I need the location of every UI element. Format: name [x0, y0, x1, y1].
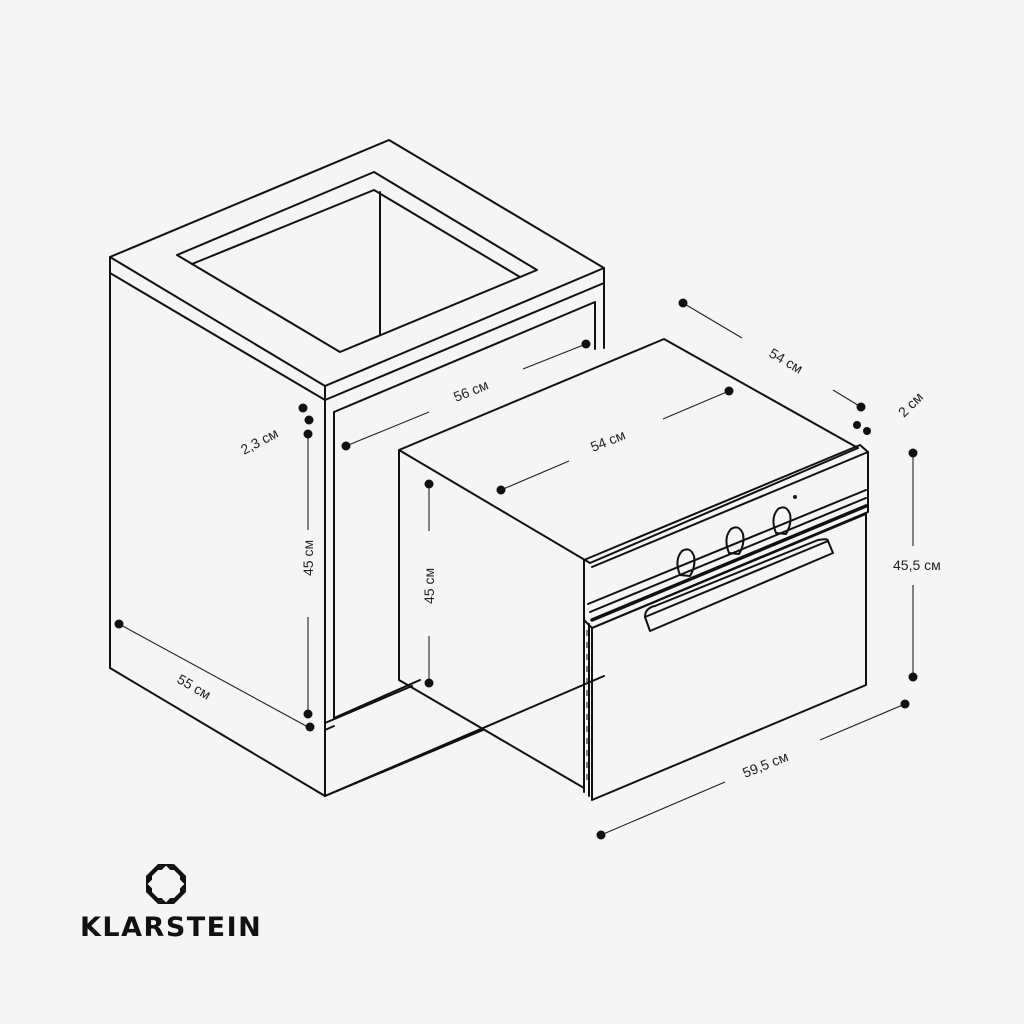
knob-icon: [725, 526, 745, 555]
cabinet-drawing: [109, 139, 605, 797]
knob-icon: [772, 506, 792, 535]
label-front-height: 45,5 см: [893, 557, 941, 573]
oven-drawing: [398, 338, 869, 801]
label-front-thickness: 2 см: [895, 389, 926, 420]
brand-name: KLARSTEIN: [80, 912, 263, 943]
label-top-panel-thickness: 2,3 см: [238, 425, 281, 458]
label-niche-height: 45 см: [300, 540, 316, 576]
label-oven-height: 45 см: [421, 568, 437, 604]
dimension-lines: [114, 298, 918, 840]
label-oven-width: 54 см: [588, 426, 627, 454]
knob-icon: [676, 548, 696, 577]
label-cabinet-depth: 55 см: [175, 671, 214, 703]
label-oven-depth: 54 см: [767, 345, 806, 377]
klarstein-logo-icon: [146, 864, 186, 904]
label-niche-width: 56 см: [451, 376, 490, 404]
label-front-width: 59,5 см: [740, 748, 790, 781]
